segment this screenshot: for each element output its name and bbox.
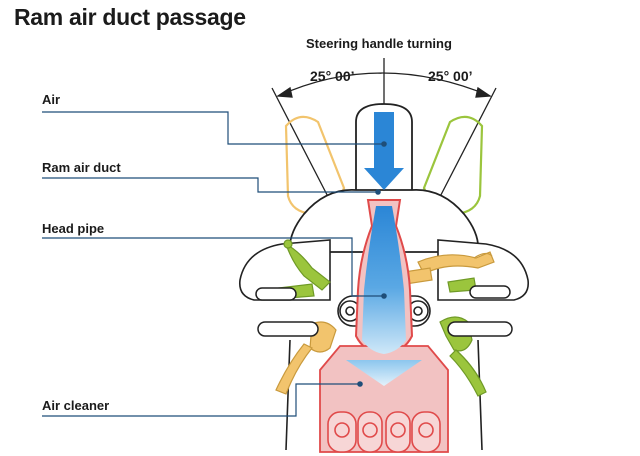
- right-lever-orange: [417, 251, 495, 275]
- leader-head-pipe-dot: [381, 293, 387, 299]
- arc-arrow-right: [475, 86, 492, 98]
- handlebars: [255, 285, 513, 337]
- left-upper-grip: [255, 287, 297, 301]
- right-lever-orange-tip: [473, 252, 493, 259]
- steering-arc: [277, 72, 491, 97]
- funnel-mouth-2: [362, 422, 378, 438]
- funnel-mouth-4: [418, 422, 434, 438]
- label-air-cleaner: Air cleaner: [42, 398, 110, 413]
- right-handle-grip: [447, 321, 513, 337]
- funnel-mouth-3: [390, 422, 406, 438]
- steering-label: Steering handle turning: [306, 36, 452, 51]
- intake-funnel-3: [385, 411, 411, 453]
- right-lever-green-arm: [449, 349, 487, 397]
- funnel-mouth-1: [334, 422, 350, 438]
- left-lever-green-tip: [283, 239, 293, 249]
- leader-air-dot: [381, 141, 387, 147]
- left-fork-bolt: [345, 306, 355, 316]
- intake-funnel-1: [327, 411, 357, 453]
- intake-funnel-4: [411, 411, 441, 453]
- leader-head-pipe: [42, 237, 384, 297]
- leader-ram-air-duct-dot: [375, 189, 381, 195]
- leader-ram-air-duct: [42, 177, 378, 193]
- diagram-title: Ram air duct passage: [14, 4, 246, 30]
- leader-lines: [42, 111, 387, 417]
- right-fork-bolt: [413, 306, 423, 316]
- left-handle-grip: [257, 321, 319, 337]
- left-lever-orange-arm: [275, 343, 313, 395]
- leader-air-cleaner-dot: [357, 381, 363, 387]
- intake-funnel-2: [357, 411, 383, 453]
- label-air: Air: [42, 92, 61, 107]
- left-lever-green: [284, 242, 331, 291]
- right-upper-grip: [469, 285, 511, 299]
- leader-air-cleaner: [42, 383, 360, 417]
- airflow-inlet-arrowhead: [364, 168, 404, 190]
- arc-arrow-left: [276, 86, 293, 98]
- airflow-outlet-arrowhead: [346, 360, 422, 386]
- angle-left-label: 25° 00’: [310, 68, 355, 84]
- label-head-pipe: Head pipe: [42, 221, 105, 236]
- airflow-through-duct: [362, 206, 406, 354]
- label-ram-air-duct: Ram air duct: [42, 160, 121, 175]
- intake-funnels: [327, 411, 441, 453]
- leader-air: [42, 111, 384, 145]
